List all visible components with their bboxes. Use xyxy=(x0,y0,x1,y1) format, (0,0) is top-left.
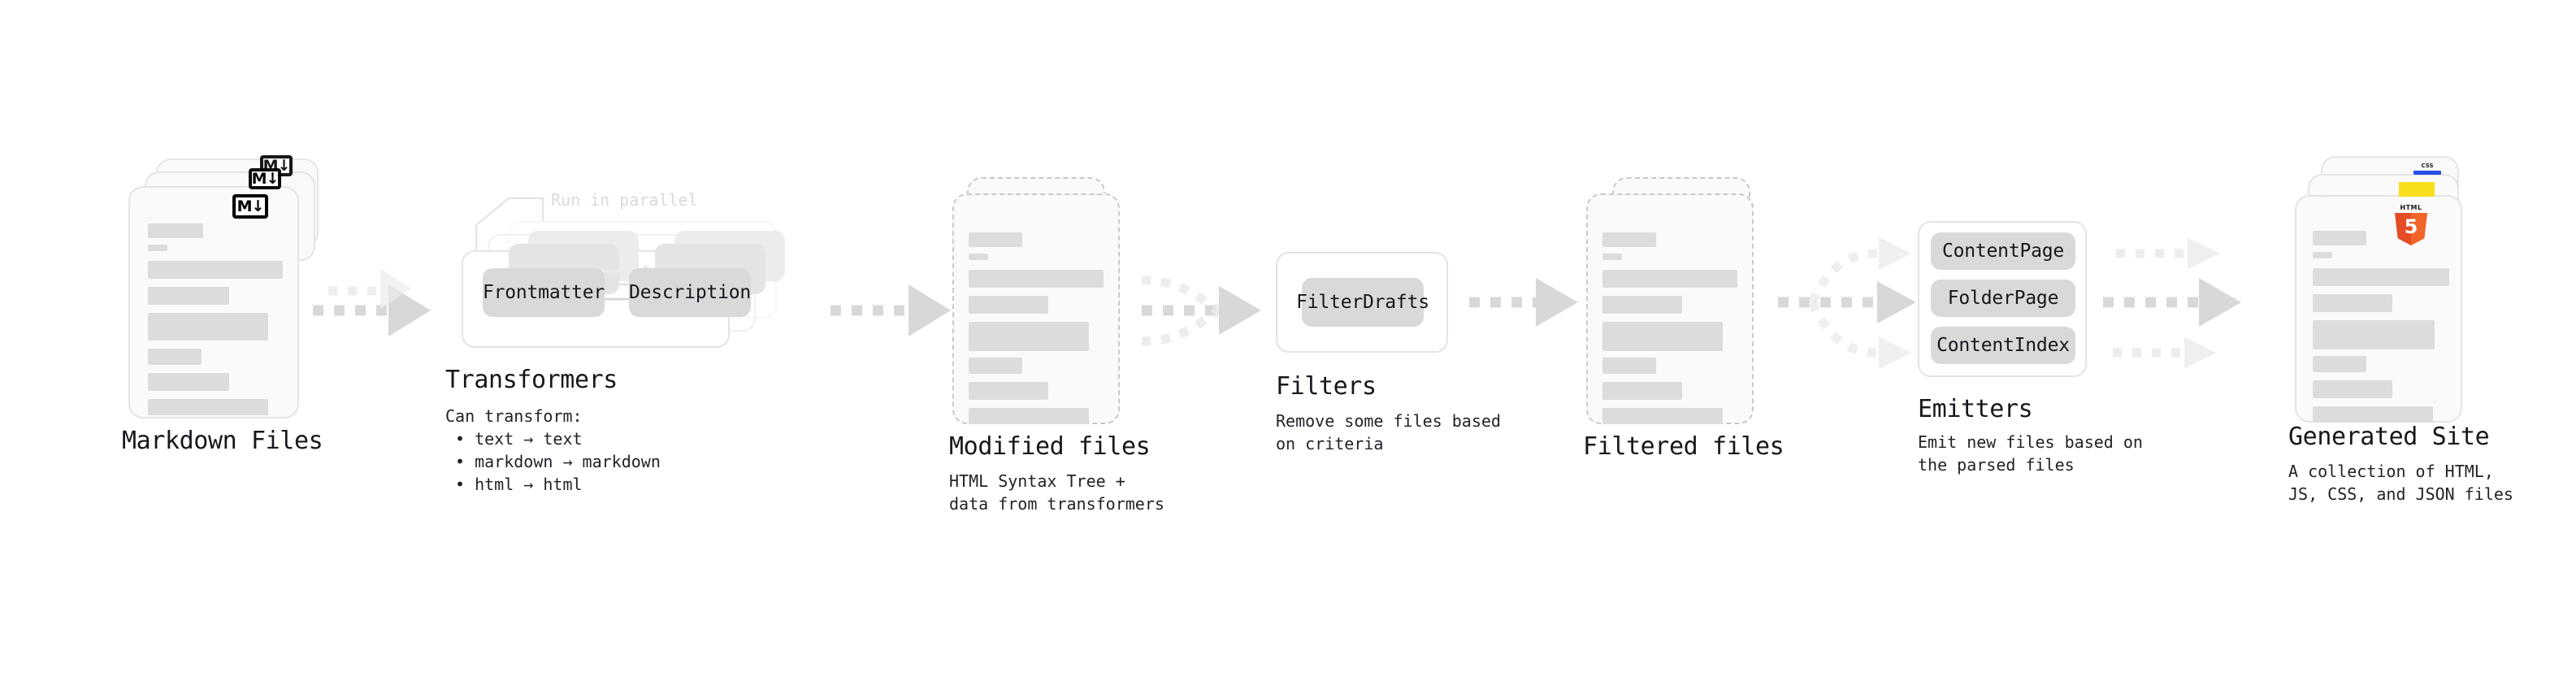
modified-files-subtitle: HTML Syntax Tree + data from transformer… xyxy=(949,471,1164,514)
css-badge-label: CSS xyxy=(2421,163,2434,169)
markdown-card-front xyxy=(128,186,299,419)
html5-badge-shield: 5 xyxy=(2395,213,2427,245)
modified-skeleton xyxy=(954,195,1118,424)
filters-title: Filters xyxy=(1276,372,1377,401)
transformers-bullet-0: • text → text xyxy=(455,429,583,449)
connector-filtered-to-emitters xyxy=(1778,237,1916,369)
stage-filtered-files: Filtered files xyxy=(1583,177,1785,461)
css-badge-icon: CSS xyxy=(2412,163,2443,175)
filtered-skeleton xyxy=(1588,195,1752,424)
stage-modified-files: Modified files HTML Syntax Tree + data f… xyxy=(949,177,1164,514)
connector-transformers-to-modified xyxy=(830,284,951,336)
markdown-document-stack: M↓ M↓ M↓ xyxy=(122,155,333,427)
html5-badge-icon: HTML 5 xyxy=(2394,205,2428,245)
modified-card-front xyxy=(952,193,1120,424)
connector-modified-to-filters xyxy=(1141,275,1261,346)
markdown-badge-back-1: M↓ xyxy=(249,168,281,189)
js-badge-icon xyxy=(2399,182,2435,197)
transformers-bullet-2: • html → html xyxy=(455,475,583,494)
generated-site-title: Generated Site xyxy=(2288,423,2490,451)
markdown-files-title: Markdown Files xyxy=(122,427,323,455)
connector-emitters-to-site xyxy=(2103,238,2241,368)
site-card-html xyxy=(2295,195,2462,423)
filtered-card-front xyxy=(1586,193,1754,424)
markdown-badge-icon: M↓ xyxy=(232,194,268,219)
html5-badge-digit: 5 xyxy=(2404,215,2418,238)
transformers-subtitle: Can transform: xyxy=(445,406,583,426)
emitters-title: Emitters xyxy=(1918,395,2033,423)
transformers-chip-description[interactable]: Description xyxy=(629,268,751,317)
generated-site-subtitle: A collection of HTML, JS, CSS, and JSON … xyxy=(2288,462,2513,505)
filtered-document-stack xyxy=(1583,177,1770,429)
site-skeleton xyxy=(2296,197,2461,423)
run-in-parallel-label: Run in parallel xyxy=(551,190,698,210)
emitters-chip-contentindex[interactable]: ContentIndex xyxy=(1931,327,2075,364)
transformers-title: Transformers xyxy=(445,366,618,394)
modified-files-title: Modified files xyxy=(949,432,1151,461)
filtered-files-title: Filtered files xyxy=(1583,432,1785,461)
html5-badge-word: HTML xyxy=(2400,204,2422,211)
stage-generated-site: CSS HTML 5 Generated Site A collection o… xyxy=(2240,156,2513,504)
emitters-chip-folderpage[interactable]: FolderPage xyxy=(1931,280,2075,317)
modified-document-stack xyxy=(949,177,1136,429)
site-document-stack: CSS HTML 5 xyxy=(2240,156,2462,424)
connector-filters-to-filtered xyxy=(1469,278,1578,327)
markdown-skeleton xyxy=(130,188,297,417)
filters-chip-filterdrafts[interactable]: FilterDrafts xyxy=(1296,278,1429,327)
stage-markdown-files: M↓ M↓ M↓ Markdown Files xyxy=(122,155,333,455)
transformers-bullet-1: • markdown → markdown xyxy=(455,452,661,471)
css-badge-bar xyxy=(2413,171,2441,175)
transformers-chip-frontmatter[interactable]: Frontmatter xyxy=(483,268,605,317)
filters-subtitle: Remove some files based on criteria xyxy=(1276,411,1501,454)
emitters-chip-contentpage[interactable]: ContentPage xyxy=(1931,232,2075,270)
emitters-subtitle: Emit new files based on the parsed files xyxy=(1918,432,2143,475)
